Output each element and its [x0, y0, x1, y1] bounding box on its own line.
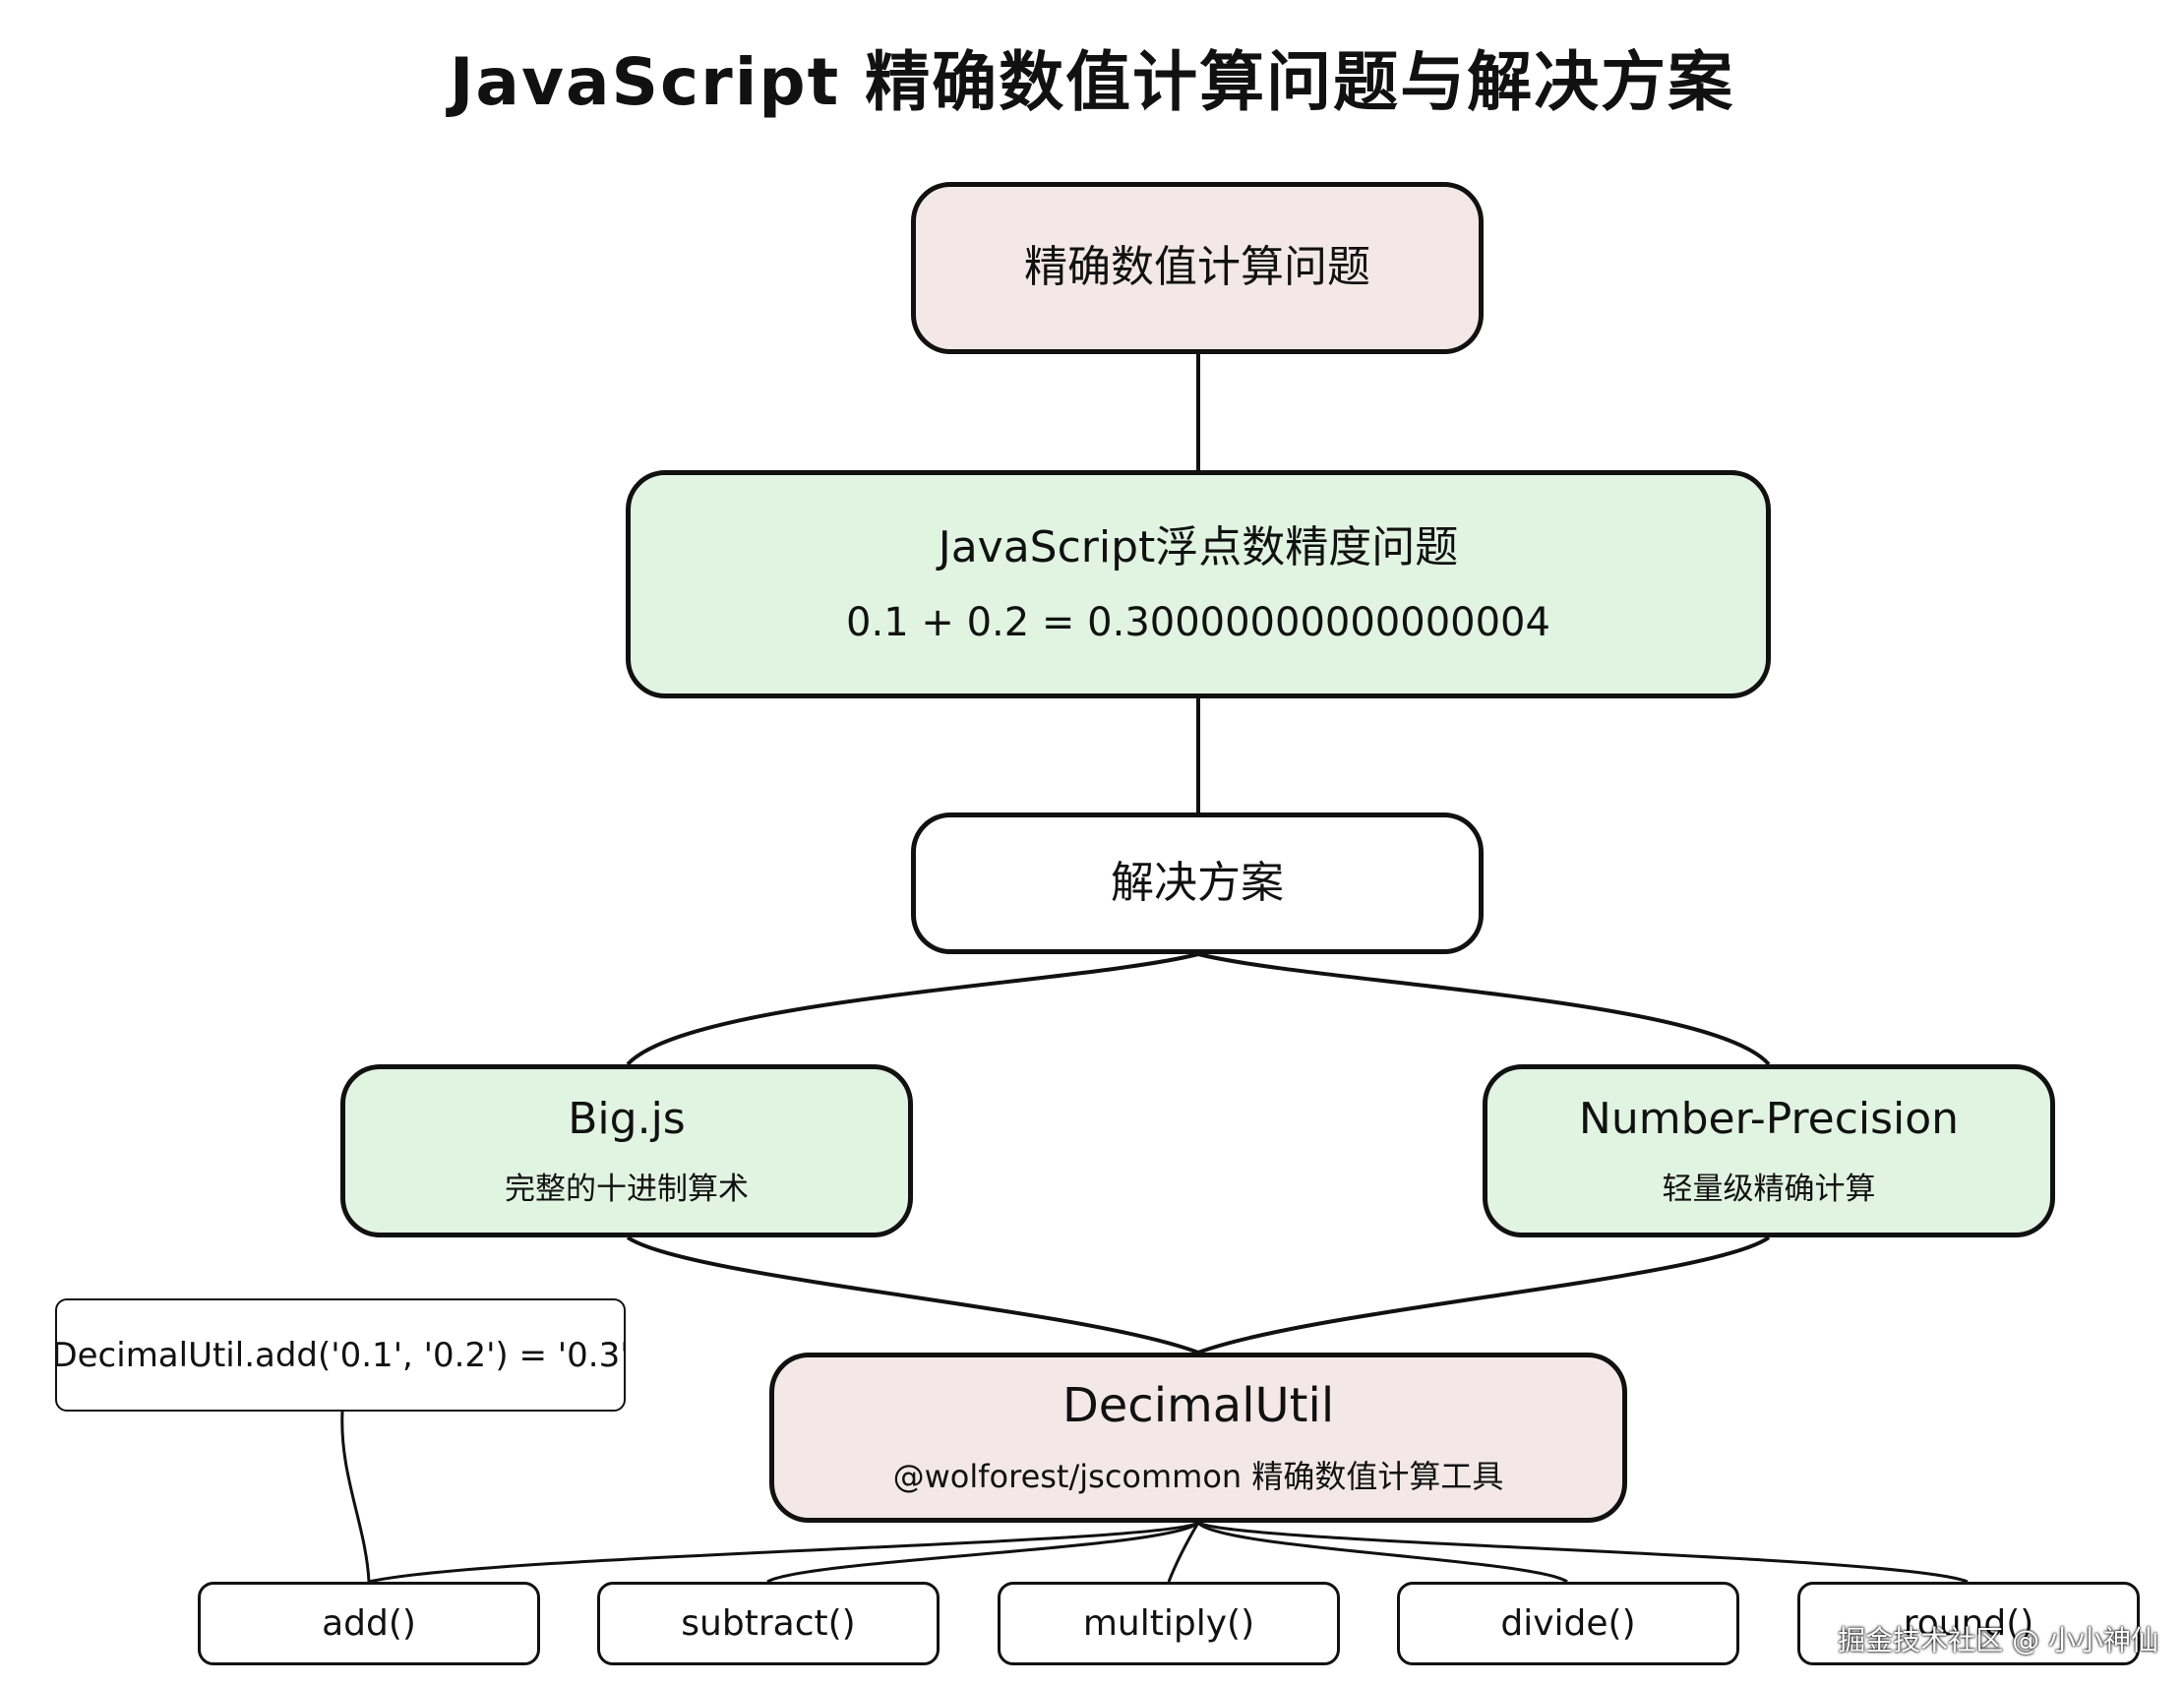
method-round-label: round()	[1903, 1602, 2034, 1644]
float-issue-title: JavaScript浮点数精度问题	[938, 521, 1459, 572]
link-solutions-to-number-precision	[1197, 952, 1771, 1066]
method-divide: divide()	[1397, 1582, 1739, 1665]
method-subtract: subtract()	[597, 1582, 940, 1665]
method-multiply: multiply()	[998, 1582, 1340, 1665]
bigjs-title: Big.js	[568, 1094, 686, 1145]
link-bigjs-to-decimalutil	[626, 1235, 1199, 1355]
float-issue-node: JavaScript浮点数精度问题 0.1 + 0.2 = 0.30000000…	[626, 470, 1771, 698]
decimalutil-node: DecimalUtil @wolforest/jscommon 精确数值计算工具	[769, 1353, 1627, 1523]
solutions-node: 解决方案	[911, 813, 1484, 954]
link-solutions-to-bigjs	[626, 952, 1199, 1066]
method-divide-label: divide()	[1500, 1602, 1636, 1644]
method-multiply-label: multiply()	[1082, 1602, 1255, 1644]
link-decimalutil-to-add	[368, 1521, 1199, 1584]
problem-node: 精确数值计算问题	[911, 182, 1484, 354]
usage-example-callout: DecimalUtil.add('0.1', '0.2') = '0.3'	[55, 1298, 626, 1412]
method-subtract-label: subtract()	[681, 1602, 856, 1644]
method-add-label: add()	[322, 1602, 416, 1644]
link-callout-to-add	[340, 1411, 371, 1583]
diagram-title: JavaScript 精确数值计算问题与解决方案	[449, 44, 1735, 120]
decimalutil-title: DecimalUtil	[1062, 1377, 1335, 1433]
link-decimalutil-to-round	[1197, 1521, 1969, 1584]
watermark: 掘金技术社区 @ 小小神仙	[1838, 1624, 2158, 1656]
problem-label: 精确数值计算问题	[1024, 242, 1370, 293]
bigjs-node: Big.js 完整的十进制算术	[340, 1064, 913, 1237]
float-issue-example: 0.1 + 0.2 = 0.30000000000000004	[846, 600, 1550, 646]
link-decimalutil-to-divide	[1196, 1521, 1568, 1584]
link-decimalutil-to-multiply	[1167, 1522, 1200, 1583]
bigjs-subtitle: 完整的十进制算术	[505, 1171, 749, 1207]
solutions-label: 解决方案	[1111, 857, 1284, 908]
method-add: add()	[198, 1582, 540, 1665]
method-round: round()	[1797, 1582, 2140, 1665]
link-decimalutil-to-subtract	[766, 1521, 1200, 1584]
number-precision-title: Number-Precision	[1578, 1094, 1960, 1145]
number-precision-subtitle: 轻量级精确计算	[1662, 1171, 1876, 1207]
decimalutil-subtitle: @wolforest/jscommon 精确数值计算工具	[892, 1458, 1504, 1496]
link-number-precision-to-decimalutil	[1197, 1235, 1771, 1355]
number-precision-node: Number-Precision 轻量级精确计算	[1483, 1064, 2055, 1237]
